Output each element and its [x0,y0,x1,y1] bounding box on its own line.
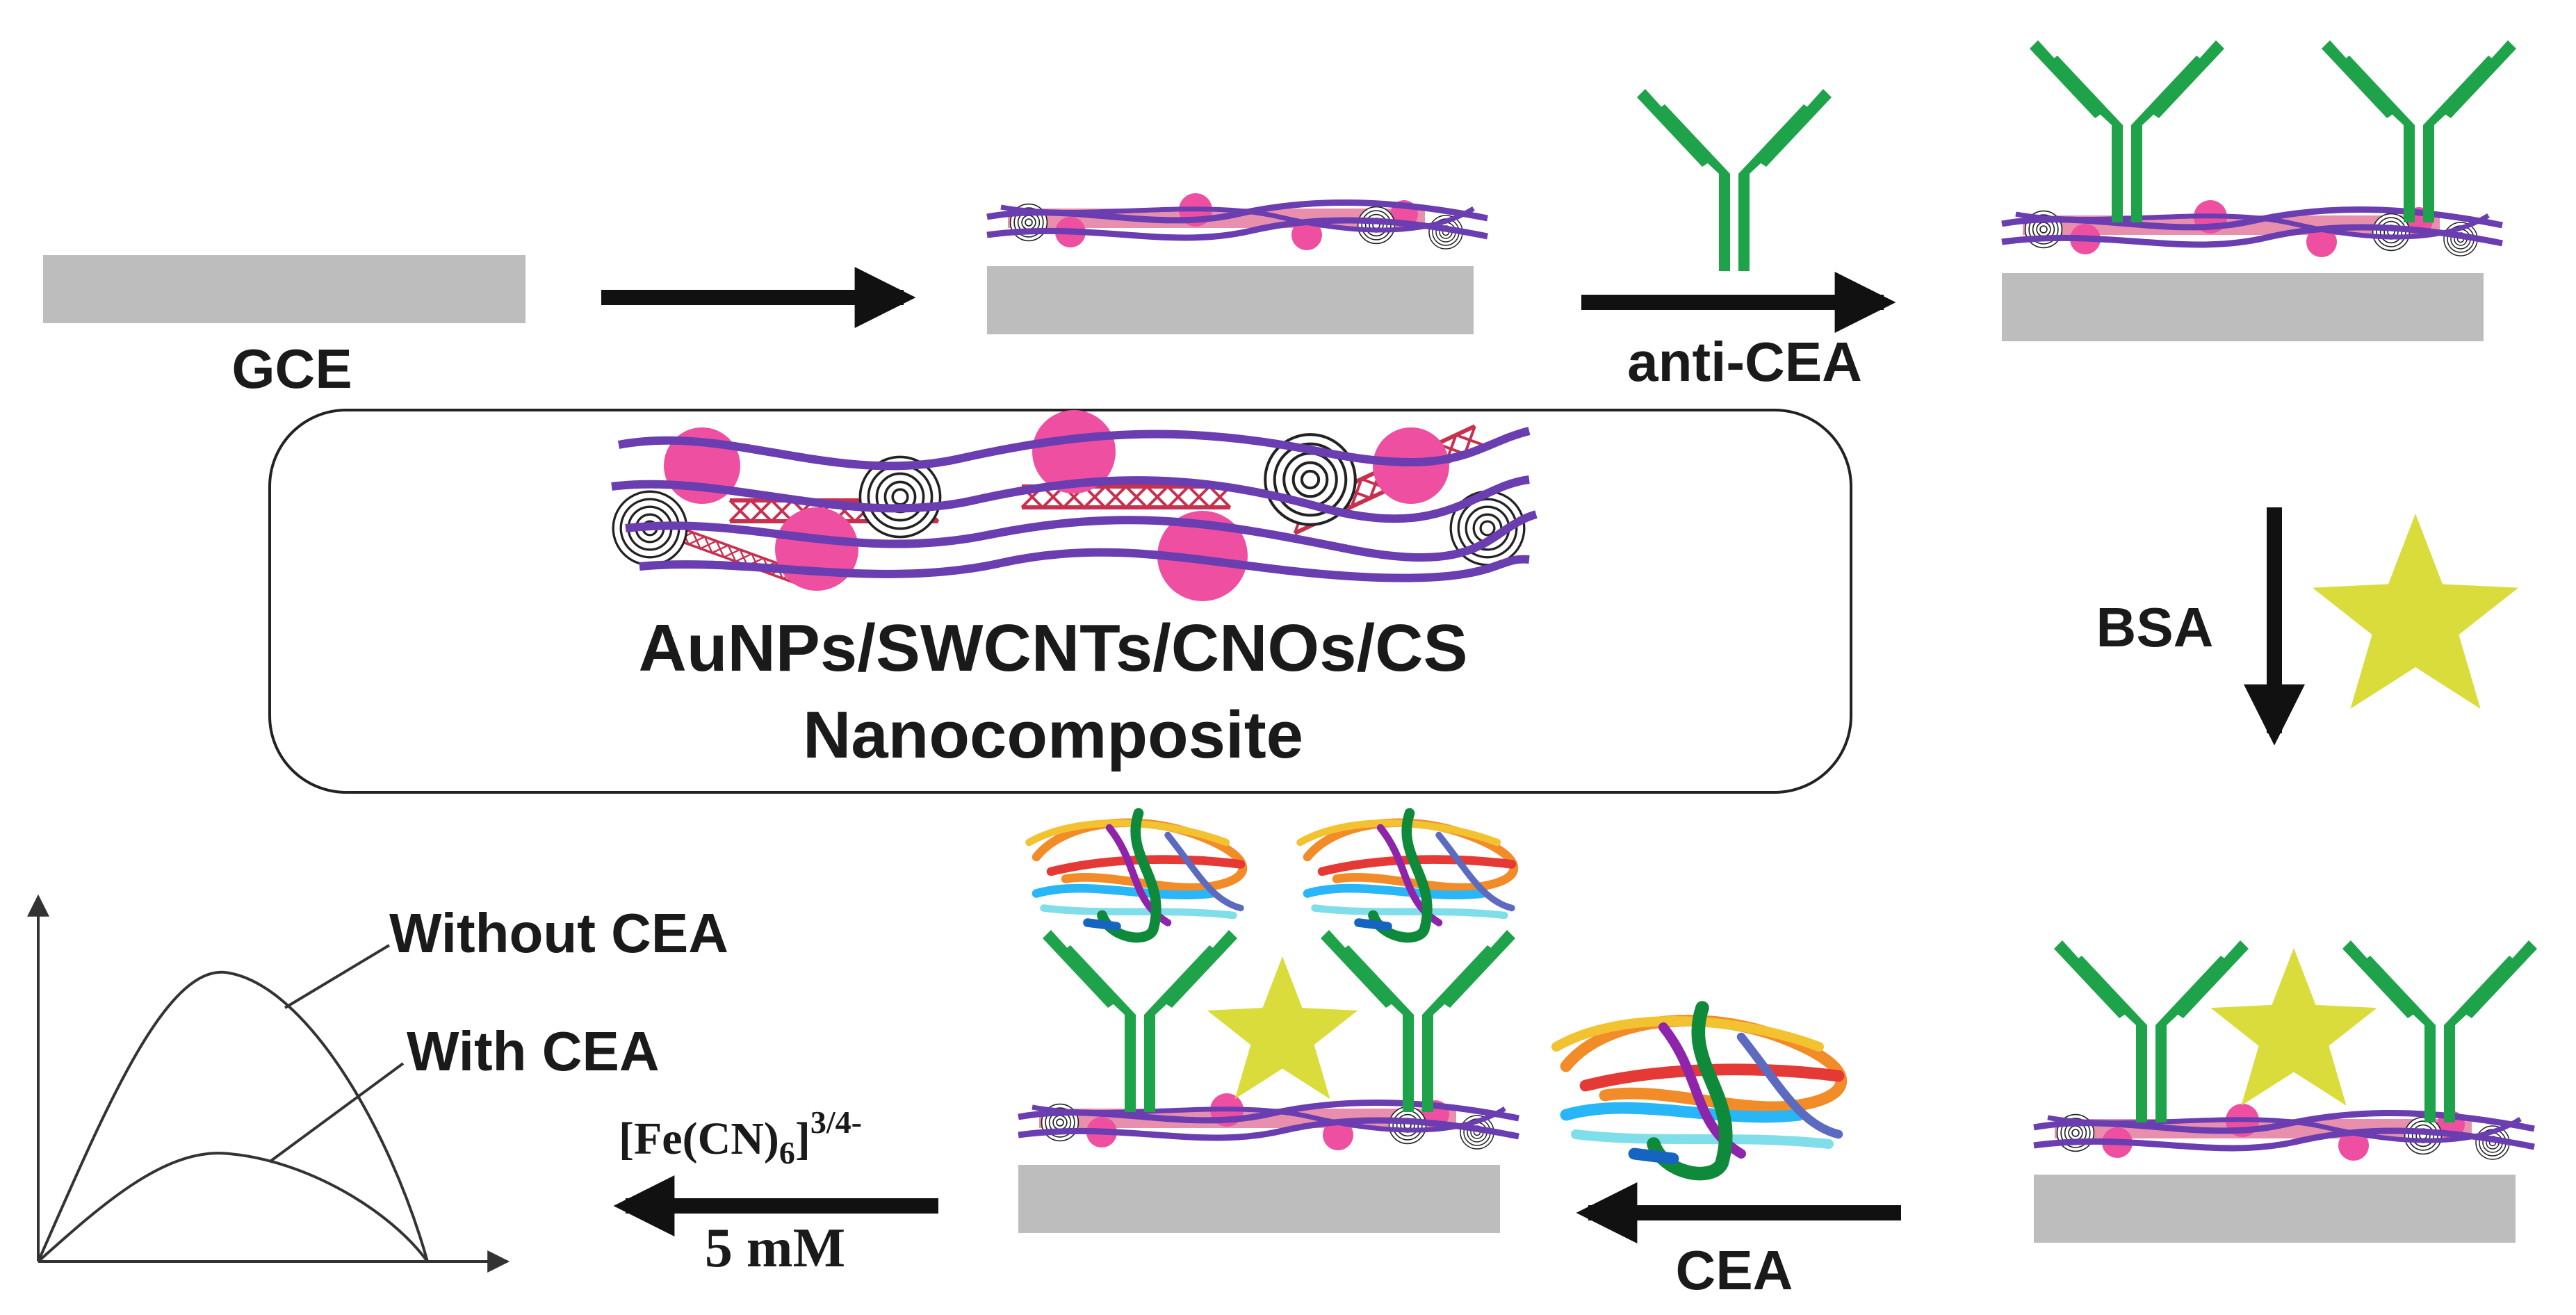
cea-label: CEA [1676,1239,1793,1301]
leader-without-cea [284,944,391,1009]
nanocomposite-illustration [611,410,1538,601]
antibody-icon [1637,89,1832,271]
curve-without-cea [37,970,429,1262]
inset-box [268,409,1852,794]
nanocomposite-inset: AuNPs/SWCNTs/CNOs/CS Nanocomposite [268,409,1852,794]
probe-label: [Fe(CN)6]3/4- [619,1104,862,1170]
gce-electrode [43,255,525,323]
composite-name: AuNPs/SWCNTs/CNOs/CS [638,611,1467,685]
bsa-label: BSA [2096,596,2214,658]
concentration-label: 5 mM [705,1218,845,1279]
antibody-electrode [2002,40,2516,341]
voltammogram [27,894,510,1273]
composite-subtitle: Nanocomposite [803,698,1303,772]
bsa-blocked-electrode [2034,940,2537,1243]
gce-label: GCE [231,338,352,400]
without-cea-label: Without CEA [389,902,728,964]
cea-captured-electrode [1018,813,1519,1233]
anti-cea-label: anti-CEA [1627,331,1862,393]
leader-with-cea [270,1062,405,1162]
curve-with-cea [37,1152,429,1263]
protein-ribbon-icon [1556,1008,1841,1174]
star-icon [2312,514,2519,709]
with-cea-label: With CEA [407,1020,660,1082]
modified-electrode [987,193,1487,334]
